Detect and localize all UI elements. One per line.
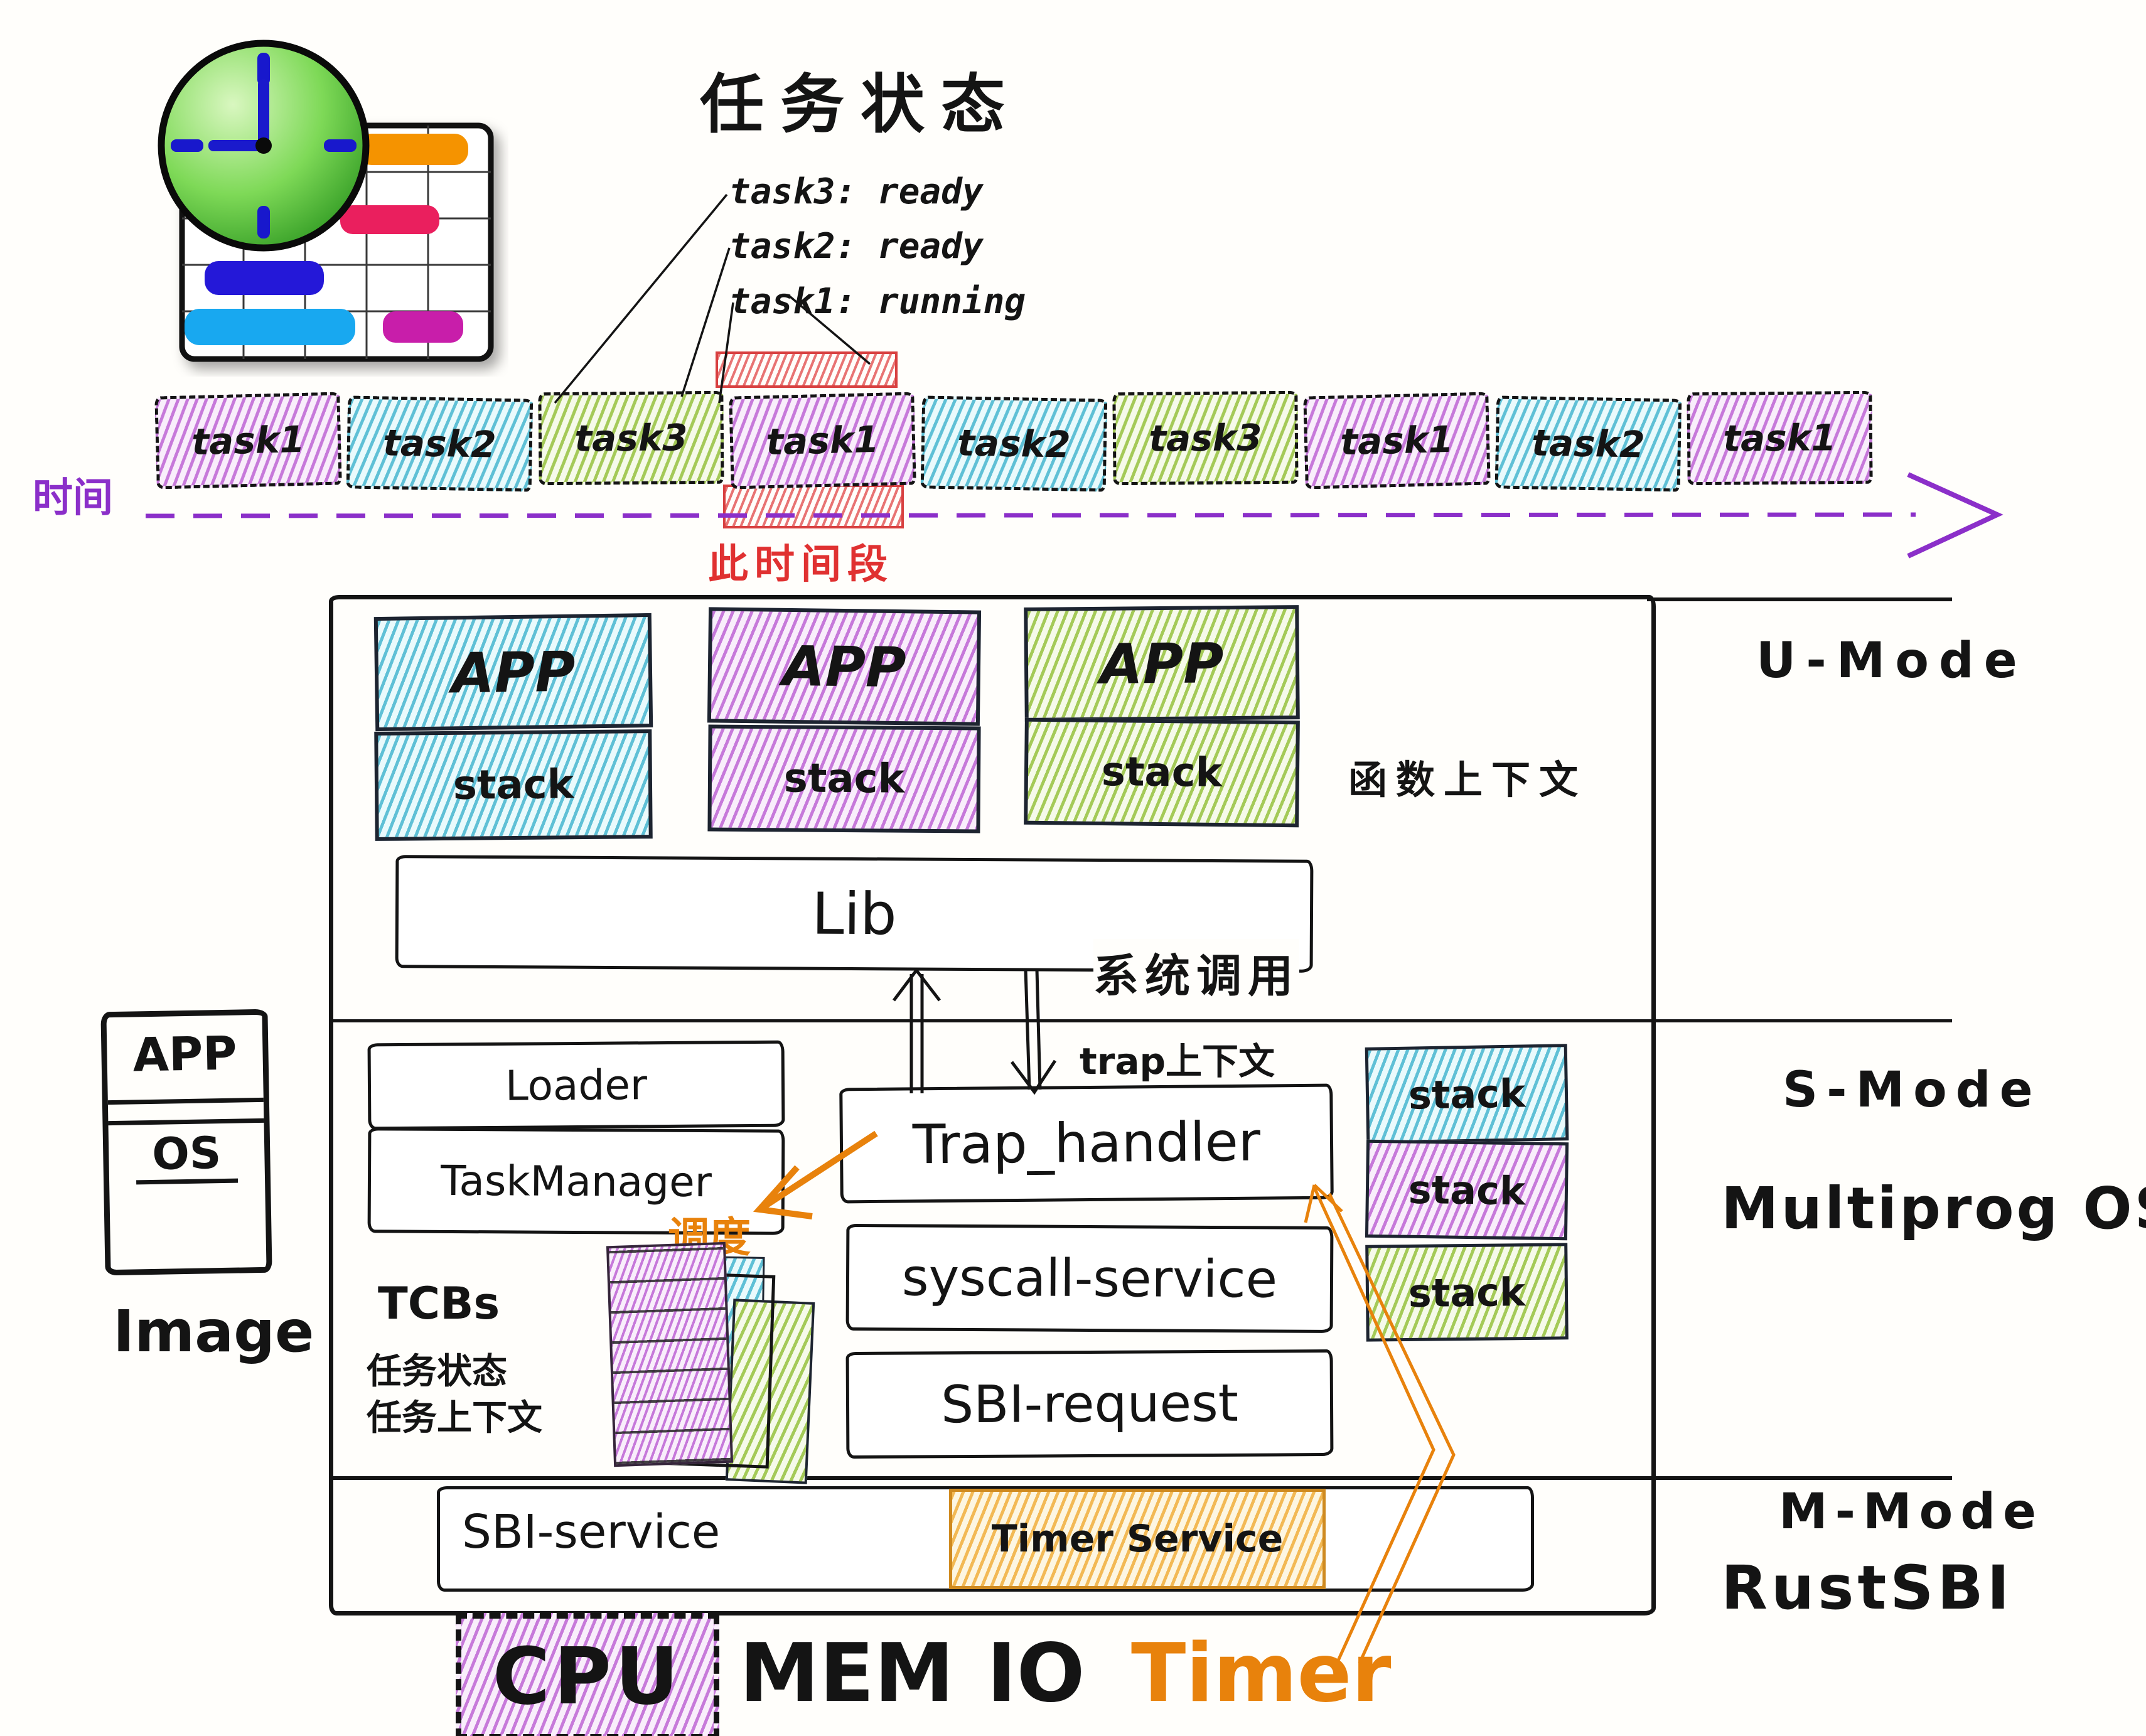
period-label: 此时间段: [708, 542, 894, 588]
mem-label: MEM: [739, 1627, 955, 1720]
s-mode-label: S-Mode: [1783, 1062, 2042, 1118]
time-axis-label: 时间: [33, 475, 113, 522]
image-divider-1: [107, 1097, 264, 1105]
trap-handler-box: Trap_handler: [839, 1083, 1334, 1204]
timer-service-box: Timer Service: [949, 1489, 1326, 1589]
gantt-bar-pink: [340, 205, 439, 234]
tcb-block-purple: [606, 1241, 734, 1467]
os-architecture-box: [329, 595, 1656, 1615]
stack-box-1: stack: [374, 729, 653, 841]
image-os-label: OS: [135, 1127, 239, 1185]
fn-context-label: 函数上下文: [1348, 757, 1587, 803]
cpu-box: CPU: [456, 1613, 719, 1736]
kernel-stack-3: stack: [1365, 1243, 1569, 1342]
app-box-3: APP: [1024, 605, 1300, 722]
title-task-status: 任务状态: [700, 68, 1021, 142]
timeline-task-5: task2: [920, 395, 1108, 492]
u-s-separator: [331, 1019, 1952, 1022]
stack-box-2: stack: [707, 724, 981, 833]
status-line-task3: task3: ready: [729, 171, 984, 212]
status-line-task2: task2: ready: [729, 226, 984, 267]
tcb-note-status: 任务状态: [367, 1351, 507, 1392]
gantt-bar-cyan: [185, 309, 355, 345]
syscall-service-box: syscall-service: [845, 1223, 1334, 1334]
os-image-icon: APP OS: [100, 1009, 272, 1276]
tcb-note-context: 任务上下文: [367, 1398, 542, 1439]
io-label: IO: [987, 1627, 1085, 1720]
timeline-task-7: task1: [1303, 392, 1491, 490]
clock-hands: [208, 79, 269, 151]
highlight-rect-top: [716, 351, 898, 388]
s-m-separator: [331, 1476, 1952, 1480]
status-line-task1: task1: running: [729, 281, 1026, 322]
syscall-label: 系统调用: [1093, 939, 1300, 1005]
rustsbi-label: RustSBI: [1721, 1553, 2014, 1623]
sbi-service-label: SBI-service: [462, 1505, 721, 1559]
u-mode-label: U-Mode: [1756, 633, 2027, 689]
clock-gantt-icon: [158, 40, 494, 362]
timeline-task-6: task3: [1112, 390, 1299, 486]
timeline-task-3: task3: [538, 390, 724, 486]
task-status-list: task3: ready task2: ready task1: running: [729, 164, 1026, 329]
timeline-task-4: task1: [729, 392, 916, 490]
umode-top-line: [1647, 597, 1952, 601]
loader-box: Loader: [367, 1040, 785, 1130]
sbi-request-box: SBI-request: [845, 1349, 1334, 1459]
timeline-task-2: task2: [346, 395, 534, 492]
clock-ticks: [171, 53, 357, 238]
gantt-bar-magenta: [383, 311, 463, 343]
task-timeline: task1 task2 task3 task1 task2 task3 task…: [154, 390, 1873, 492]
kernel-stack-1: stack: [1365, 1044, 1569, 1144]
gantt-bar-orange: [358, 134, 468, 165]
highlight-rect-bottom: [723, 485, 904, 528]
image-caption: Image: [113, 1298, 314, 1365]
app-box-2: APP: [707, 607, 982, 726]
image-app-label: APP: [132, 1026, 238, 1083]
timeline-task-1: task1: [154, 392, 342, 490]
m-mode-label: M-Mode: [1779, 1484, 2044, 1540]
timeline-task-9: task1: [1687, 390, 1873, 486]
multiprog-os-label: Multiprog OS: [1721, 1175, 2146, 1242]
timer-label: Timer: [1131, 1627, 1392, 1720]
stack-box-3: stack: [1024, 717, 1300, 828]
image-divider-2: [108, 1118, 264, 1126]
kernel-stack-2: stack: [1365, 1139, 1569, 1241]
tcbs-label: TCBs: [378, 1278, 500, 1329]
timeline-task-8: task2: [1494, 395, 1682, 492]
app-box-1: APP: [373, 613, 653, 732]
gantt-bar-blue: [205, 261, 324, 295]
trap-context-label: trap上下文: [1080, 1032, 1275, 1085]
